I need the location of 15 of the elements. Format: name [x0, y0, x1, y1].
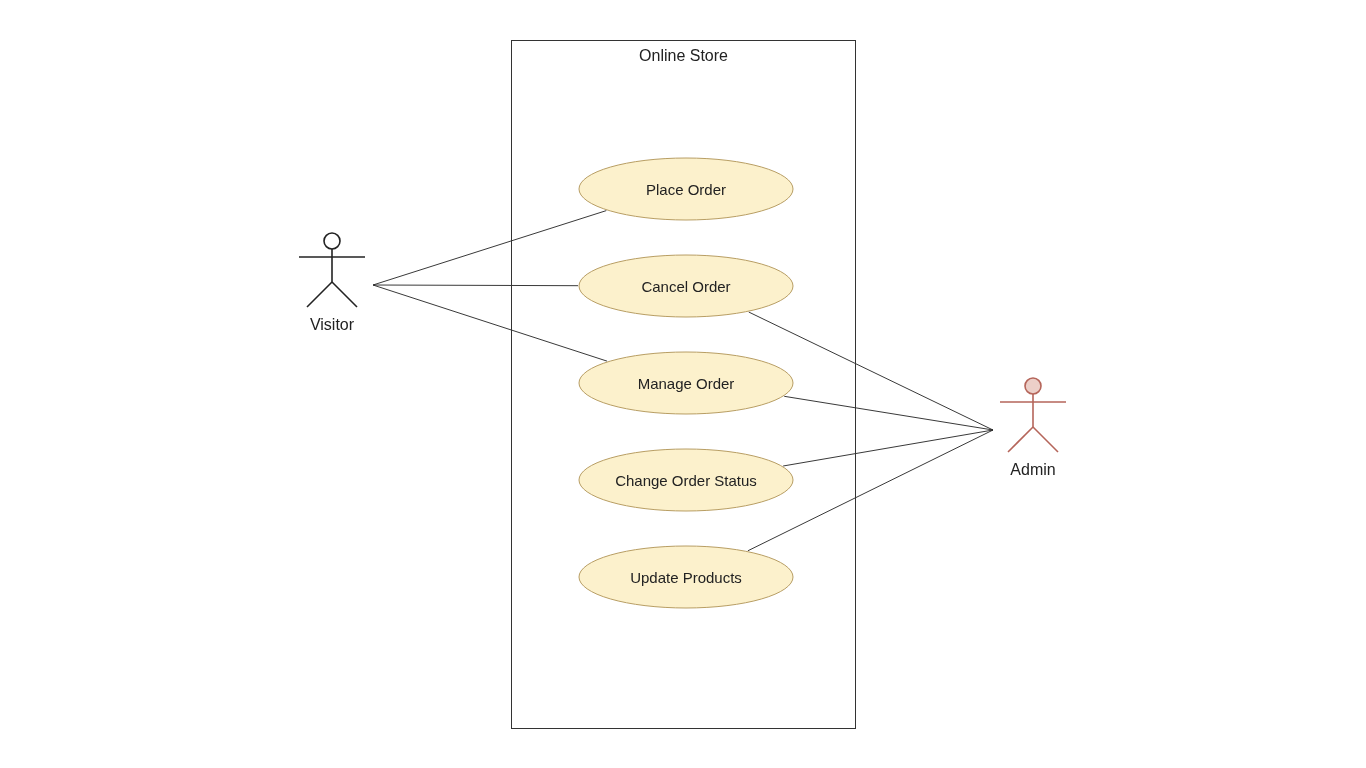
actor-label: Visitor — [308, 316, 356, 334]
use-case-label: Cancel Order — [640, 277, 732, 295]
association-line — [747, 429, 994, 552]
actor-label: Admin — [1009, 461, 1057, 479]
use-case-label: Change Order Status — [614, 471, 758, 489]
association-line — [783, 395, 994, 431]
association-line — [372, 284, 608, 362]
use-case-label: Update Products — [629, 568, 743, 586]
system-title: Online Store — [638, 47, 729, 65]
association-line — [748, 311, 994, 431]
use-case-label: Place Order — [644, 180, 727, 198]
association-line — [372, 284, 579, 287]
association-line — [782, 429, 994, 467]
system-boundary — [511, 40, 856, 729]
use-case-label: Manage Order — [636, 374, 736, 392]
